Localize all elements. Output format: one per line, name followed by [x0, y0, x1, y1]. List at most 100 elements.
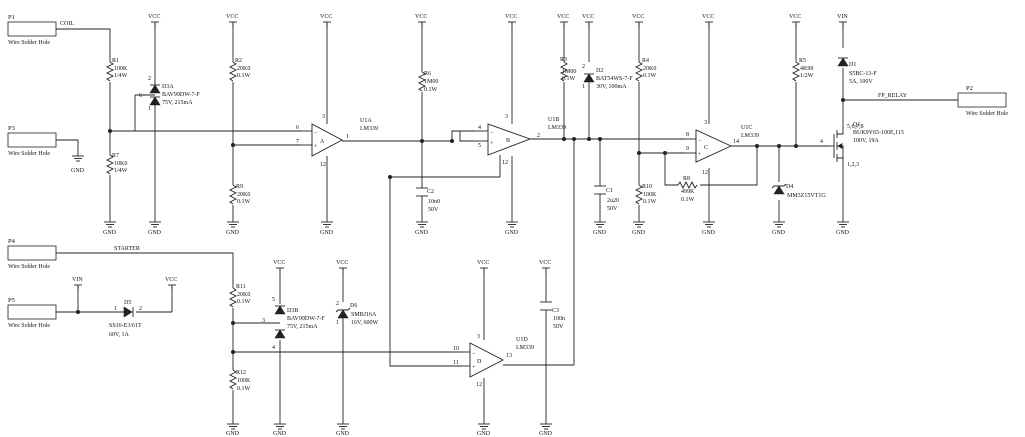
svg-text:75V, 215mA: 75V, 215mA: [162, 100, 193, 106]
vcc-d2: VCC: [582, 14, 594, 29]
comparator-u1c[interactable]: − + C 8 9 14 3 12 U1C LM339: [685, 120, 759, 176]
resistor-r9[interactable]: R9 20K0 0.1W: [229, 184, 251, 205]
resistor-r11[interactable]: R11 20K0 0.1W: [229, 284, 251, 308]
diode-d2[interactable]: 2 1 D2 BAT54WS-7-F 30V, 100mA: [582, 64, 633, 90]
diode-d1[interactable]: D1 S5BC-13-F 5A, 100V: [837, 57, 877, 85]
svg-text:S5BC-13-F: S5BC-13-F: [849, 71, 877, 77]
connector-p4[interactable]: P4 Wire Solder Hole STARTER: [7, 238, 140, 270]
gnd-symbols: GND GND GND GND GND GND GND GND GND GND …: [71, 151, 850, 437]
svg-text:+: +: [472, 365, 476, 371]
svg-text:VCC: VCC: [477, 260, 489, 266]
svg-text:100K: 100K: [114, 66, 128, 72]
diode-d3b[interactable]: 5 3 4 D3B BAV99DW-7-F 75V, 215mA: [262, 297, 326, 351]
svg-text:3: 3: [704, 120, 707, 126]
resistor-r5[interactable]: R5 4K99 1/2W: [792, 58, 814, 82]
vin-p5: VIN: [72, 277, 83, 292]
diode-d6[interactable]: 2 1 D6 SMBJ16A 16V, 600W: [335, 301, 379, 326]
svg-text:GND: GND: [226, 431, 240, 437]
connector-ref: P2: [966, 85, 973, 92]
svg-text:LM339: LM339: [360, 126, 378, 132]
svg-text:1: 1: [148, 106, 151, 112]
wires: [56, 22, 958, 420]
diode-d5[interactable]: 1 2 D5 SS16-E3/61T 60V, 1A: [109, 300, 142, 338]
svg-text:20K0: 20K0: [237, 192, 250, 198]
connector-p5[interactable]: P5 Wire Solder Hole: [7, 297, 57, 329]
resistor-r7[interactable]: R7 10K0 1/4W: [106, 153, 128, 175]
svg-text:D5: D5: [124, 300, 131, 306]
svg-text:4: 4: [272, 345, 275, 351]
mosfet-q1[interactable]: 4 5,6,7,8 1,2,3 Q1 BUK9Y65-100E,115 100V…: [820, 120, 904, 170]
svg-text:C2: C2: [427, 189, 434, 195]
svg-text:2: 2: [139, 306, 142, 312]
svg-text:100n: 100n: [553, 316, 565, 322]
svg-text:GND: GND: [539, 431, 553, 437]
capacitor-c2[interactable]: C2 10n0 50V: [416, 187, 440, 213]
svg-text:100V, 19A: 100V, 19A: [853, 138, 880, 144]
svg-text:C3: C3: [552, 308, 559, 314]
svg-text:75V, 215mA: 75V, 215mA: [287, 324, 318, 330]
vin-d1: VIN: [837, 14, 848, 29]
svg-text:VIN: VIN: [72, 277, 83, 283]
comparator-u1b[interactable]: − + B 4 5 2 3 12 U1B LM339: [474, 114, 566, 166]
svg-text:4: 4: [820, 139, 823, 145]
svg-text:0.1W: 0.1W: [237, 386, 251, 392]
svg-text:VCC: VCC: [226, 14, 238, 20]
svg-text:12: 12: [320, 162, 326, 168]
svg-text:5,6,7,8: 5,6,7,8: [847, 124, 864, 130]
svg-text:R11: R11: [236, 284, 246, 290]
connector-label: Wire Solder Hole: [8, 151, 50, 157]
svg-text:VCC: VCC: [582, 14, 594, 20]
junctions: [76, 98, 845, 354]
diode-d3a[interactable]: 2 6 1 D3A BAV99DW-7-F 75V, 215mA: [139, 76, 201, 112]
svg-text:GND: GND: [320, 230, 334, 236]
svg-text:R7: R7: [112, 153, 119, 159]
svg-text:30V, 100mA: 30V, 100mA: [596, 84, 627, 90]
resistor-r6[interactable]: R6 1M00 0.1W: [418, 71, 438, 93]
svg-text:GND: GND: [71, 168, 85, 174]
svg-text:GND: GND: [632, 230, 646, 236]
svg-text:VCC: VCC: [415, 14, 427, 20]
connector-p1[interactable]: P1 Wire Solder Hole COIL: [7, 14, 74, 46]
connector-p2[interactable]: P2 Wire Solder Hole FP_RELAY: [878, 85, 1008, 117]
svg-text:Q1: Q1: [853, 122, 860, 128]
comparator-u1a[interactable]: − + A 6 7 1 3 12 U1A LM339: [296, 114, 378, 168]
svg-text:7: 7: [296, 139, 299, 145]
svg-text:+: +: [698, 152, 702, 158]
resistor-r1[interactable]: R1 100K 1/4W: [106, 58, 128, 82]
svg-text:0.1W: 0.1W: [643, 73, 657, 79]
svg-text:2: 2: [582, 64, 585, 70]
svg-text:14: 14: [733, 139, 739, 145]
resistor-r2[interactable]: R2 20K0 0.1W: [229, 58, 251, 82]
svg-text:VCC: VCC: [336, 260, 348, 266]
svg-text:VCC: VCC: [632, 14, 644, 20]
resistor-r10[interactable]: R10 100K 0.1W: [635, 184, 657, 205]
svg-text:11: 11: [453, 360, 459, 366]
svg-text:10K0: 10K0: [114, 161, 127, 167]
resistor-r3[interactable]: R3 1M00 0.1W: [560, 57, 576, 82]
svg-text:GND: GND: [836, 230, 850, 236]
diode-d4[interactable]: D4 MM3Z15VT1G: [771, 183, 826, 199]
svg-text:12: 12: [502, 160, 508, 166]
svg-text:5A, 100V: 5A, 100V: [849, 79, 873, 85]
svg-text:499K: 499K: [681, 189, 695, 195]
resistor-r8-label: R8 499K 0.1W: [681, 176, 695, 203]
connector-p3[interactable]: P3 Wire Solder Hole: [7, 125, 57, 157]
svg-text:D4: D4: [786, 184, 793, 190]
svg-text:VIN: VIN: [837, 14, 848, 20]
svg-text:R1: R1: [112, 58, 119, 64]
svg-text:−: −: [472, 351, 476, 357]
svg-text:GND: GND: [103, 230, 117, 236]
comparator-u1d[interactable]: − + D 10 11 13 3 12 U1D LM339: [453, 334, 534, 388]
capacitor-c1[interactable]: C1 2u20 50V: [594, 185, 619, 212]
svg-text:GND: GND: [477, 431, 491, 437]
svg-text:D3B: D3B: [287, 308, 298, 314]
vcc-u1b: VCC: [505, 14, 517, 29]
resistor-r8[interactable]: [677, 181, 698, 189]
svg-text:6: 6: [296, 125, 299, 131]
svg-text:3: 3: [477, 334, 480, 340]
svg-text:1M00: 1M00: [562, 69, 576, 75]
resistor-r12[interactable]: R12 100K 0.1W: [229, 369, 251, 392]
net-label-starter: STARTER: [114, 246, 140, 252]
resistor-r4[interactable]: R4 20K0 0.1W: [635, 58, 657, 82]
capacitor-c3[interactable]: C3 100n 50V: [540, 301, 565, 330]
